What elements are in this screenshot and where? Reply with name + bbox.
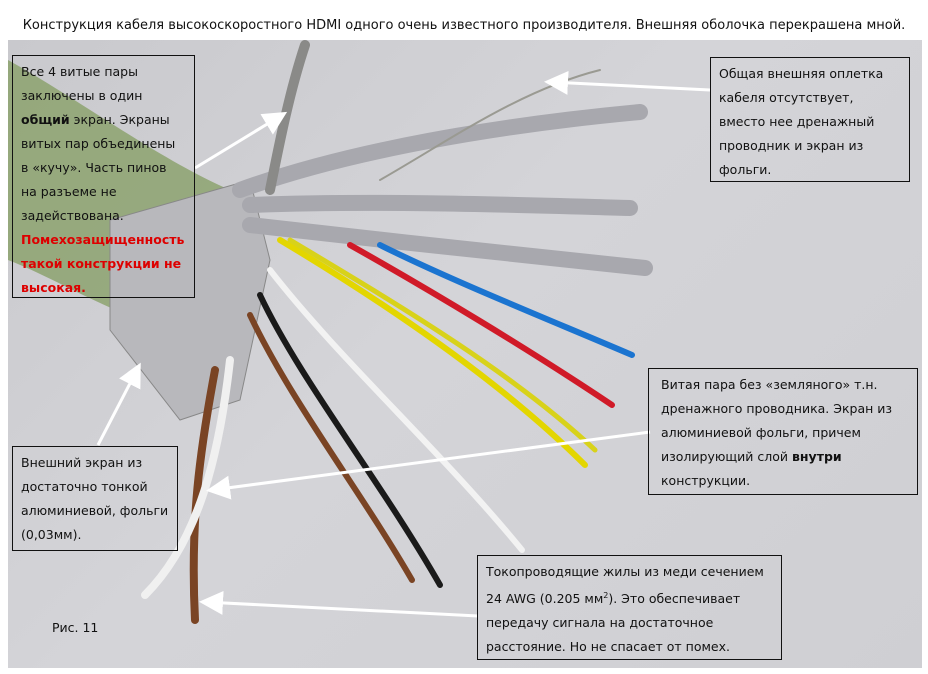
white-pair-wire [141,356,234,599]
yellow-wire [277,237,588,468]
arrow-outer-braid [544,70,711,95]
callout-text: ). Это обеспечивает передачу сигнала на … [486,591,741,655]
yellow-wire-2 [287,237,598,453]
foil-pair-3 [242,217,653,276]
figure-title: Конструкция кабеля высокоскоростного HDM… [22,18,906,33]
drain-wire [379,69,601,181]
callout-outer-screen: Внешний экран из достаточно тонкой алюми… [12,446,178,551]
figure-label: Рис. 11 [52,620,99,635]
callout-conductors: Токопроводящие жилы из меди сечением 24 … [477,555,782,660]
arrow-common-shield [194,111,288,170]
brown-wire [247,312,415,583]
callout-text: Токопроводящие жилы из меди сечением 24 … [486,564,764,607]
arrow-outer-screen [96,362,141,446]
callout-text: Все 4 витые пары заключены в один [21,64,143,103]
callout-bold: общий [21,112,70,127]
superscript: 2 [603,591,609,600]
callout-common-shield: Все 4 витые пары заключены в один общий … [12,55,195,298]
callout-bold: внутри [792,449,842,464]
white-wire [267,267,525,553]
foil-pair-2 [242,194,638,216]
arrow-conductors [199,590,479,618]
callout-twisted-pair: Витая пара без «земляного» т.н. дренажно… [648,368,918,495]
brown-white-pair [189,366,219,624]
red-wire [347,242,615,408]
foil-pair-1 [232,104,648,198]
black-wire [257,292,443,588]
callout-text: экран. Экраны витых пар объединены в «ку… [21,112,176,223]
warning-text: Помехозащищенность такой конструкции не … [21,232,185,295]
blue-wire [377,242,635,358]
callout-outer-braid: Общая внешняя оплетка кабеля отсутствует… [710,57,910,182]
callout-text: Витая пара без «земляного» т.н. дренажно… [661,377,893,464]
arrow-twisted-pair [206,430,651,500]
callout-text: конструкции. [661,473,751,488]
